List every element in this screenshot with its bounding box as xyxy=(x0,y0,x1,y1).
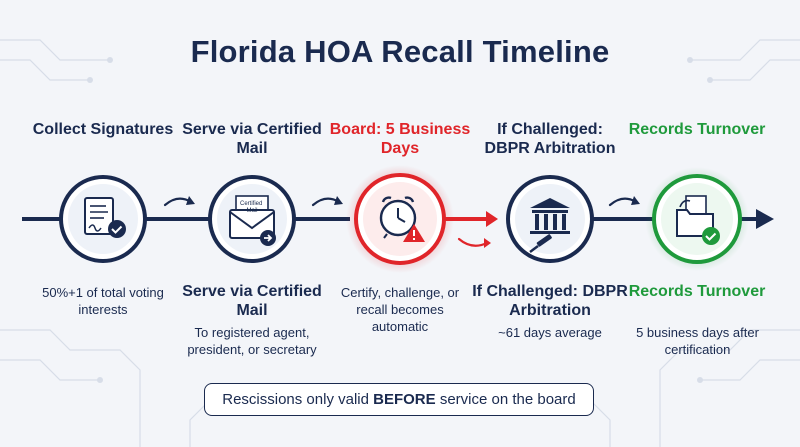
step-4-subtitle: If Challenged: DBPR Arbitration xyxy=(472,283,628,319)
certified-mail-tag: Certified Mail xyxy=(240,201,264,214)
step-1-description: 50%+1 of total voting interests xyxy=(42,285,164,317)
note-text-before: Rescissions only valid xyxy=(222,391,374,408)
step-3-description: Certify, challenge, or recall becomes au… xyxy=(340,285,460,334)
signed-document-check-icon xyxy=(84,197,126,238)
step-2-circle xyxy=(208,175,296,263)
step-2-title: Serve via Certified Mail xyxy=(182,121,322,157)
courthouse-gavel-icon xyxy=(529,198,570,253)
alarm-clock-warning-icon xyxy=(379,196,425,242)
note-emphasis: BEFORE xyxy=(373,391,436,408)
curved-arrows xyxy=(163,196,640,248)
page-title: Florida HOA Recall Timeline xyxy=(190,34,610,69)
step-5-subtitle: Records Turnover xyxy=(628,283,766,300)
step-1-title: Collect Signatures xyxy=(32,121,174,138)
rescission-note: Rescissions only valid BEFORE service on… xyxy=(204,383,594,416)
step-3-title: Board: 5 Business Days xyxy=(329,121,471,157)
step-1-circle xyxy=(59,175,147,263)
note-text-after: service on the board xyxy=(435,391,576,408)
step-3-circle xyxy=(346,165,454,273)
step-2-description: To registered agent, president, or secre… xyxy=(187,325,317,357)
step-5-circle xyxy=(645,167,749,271)
certified-mail-envelope-icon xyxy=(229,195,276,246)
step-5-title: Records Turnover xyxy=(628,121,766,138)
folder-check-icon xyxy=(676,195,720,245)
step-5-description: 5 business days after certification xyxy=(636,325,759,357)
step-4-circle xyxy=(506,175,594,263)
step-4-description: ~61 days average xyxy=(498,325,602,340)
step-4-title: If Challenged: DBPR Arbitration xyxy=(484,121,616,157)
step-2-subtitle: Serve via Certified Mail xyxy=(182,283,322,319)
